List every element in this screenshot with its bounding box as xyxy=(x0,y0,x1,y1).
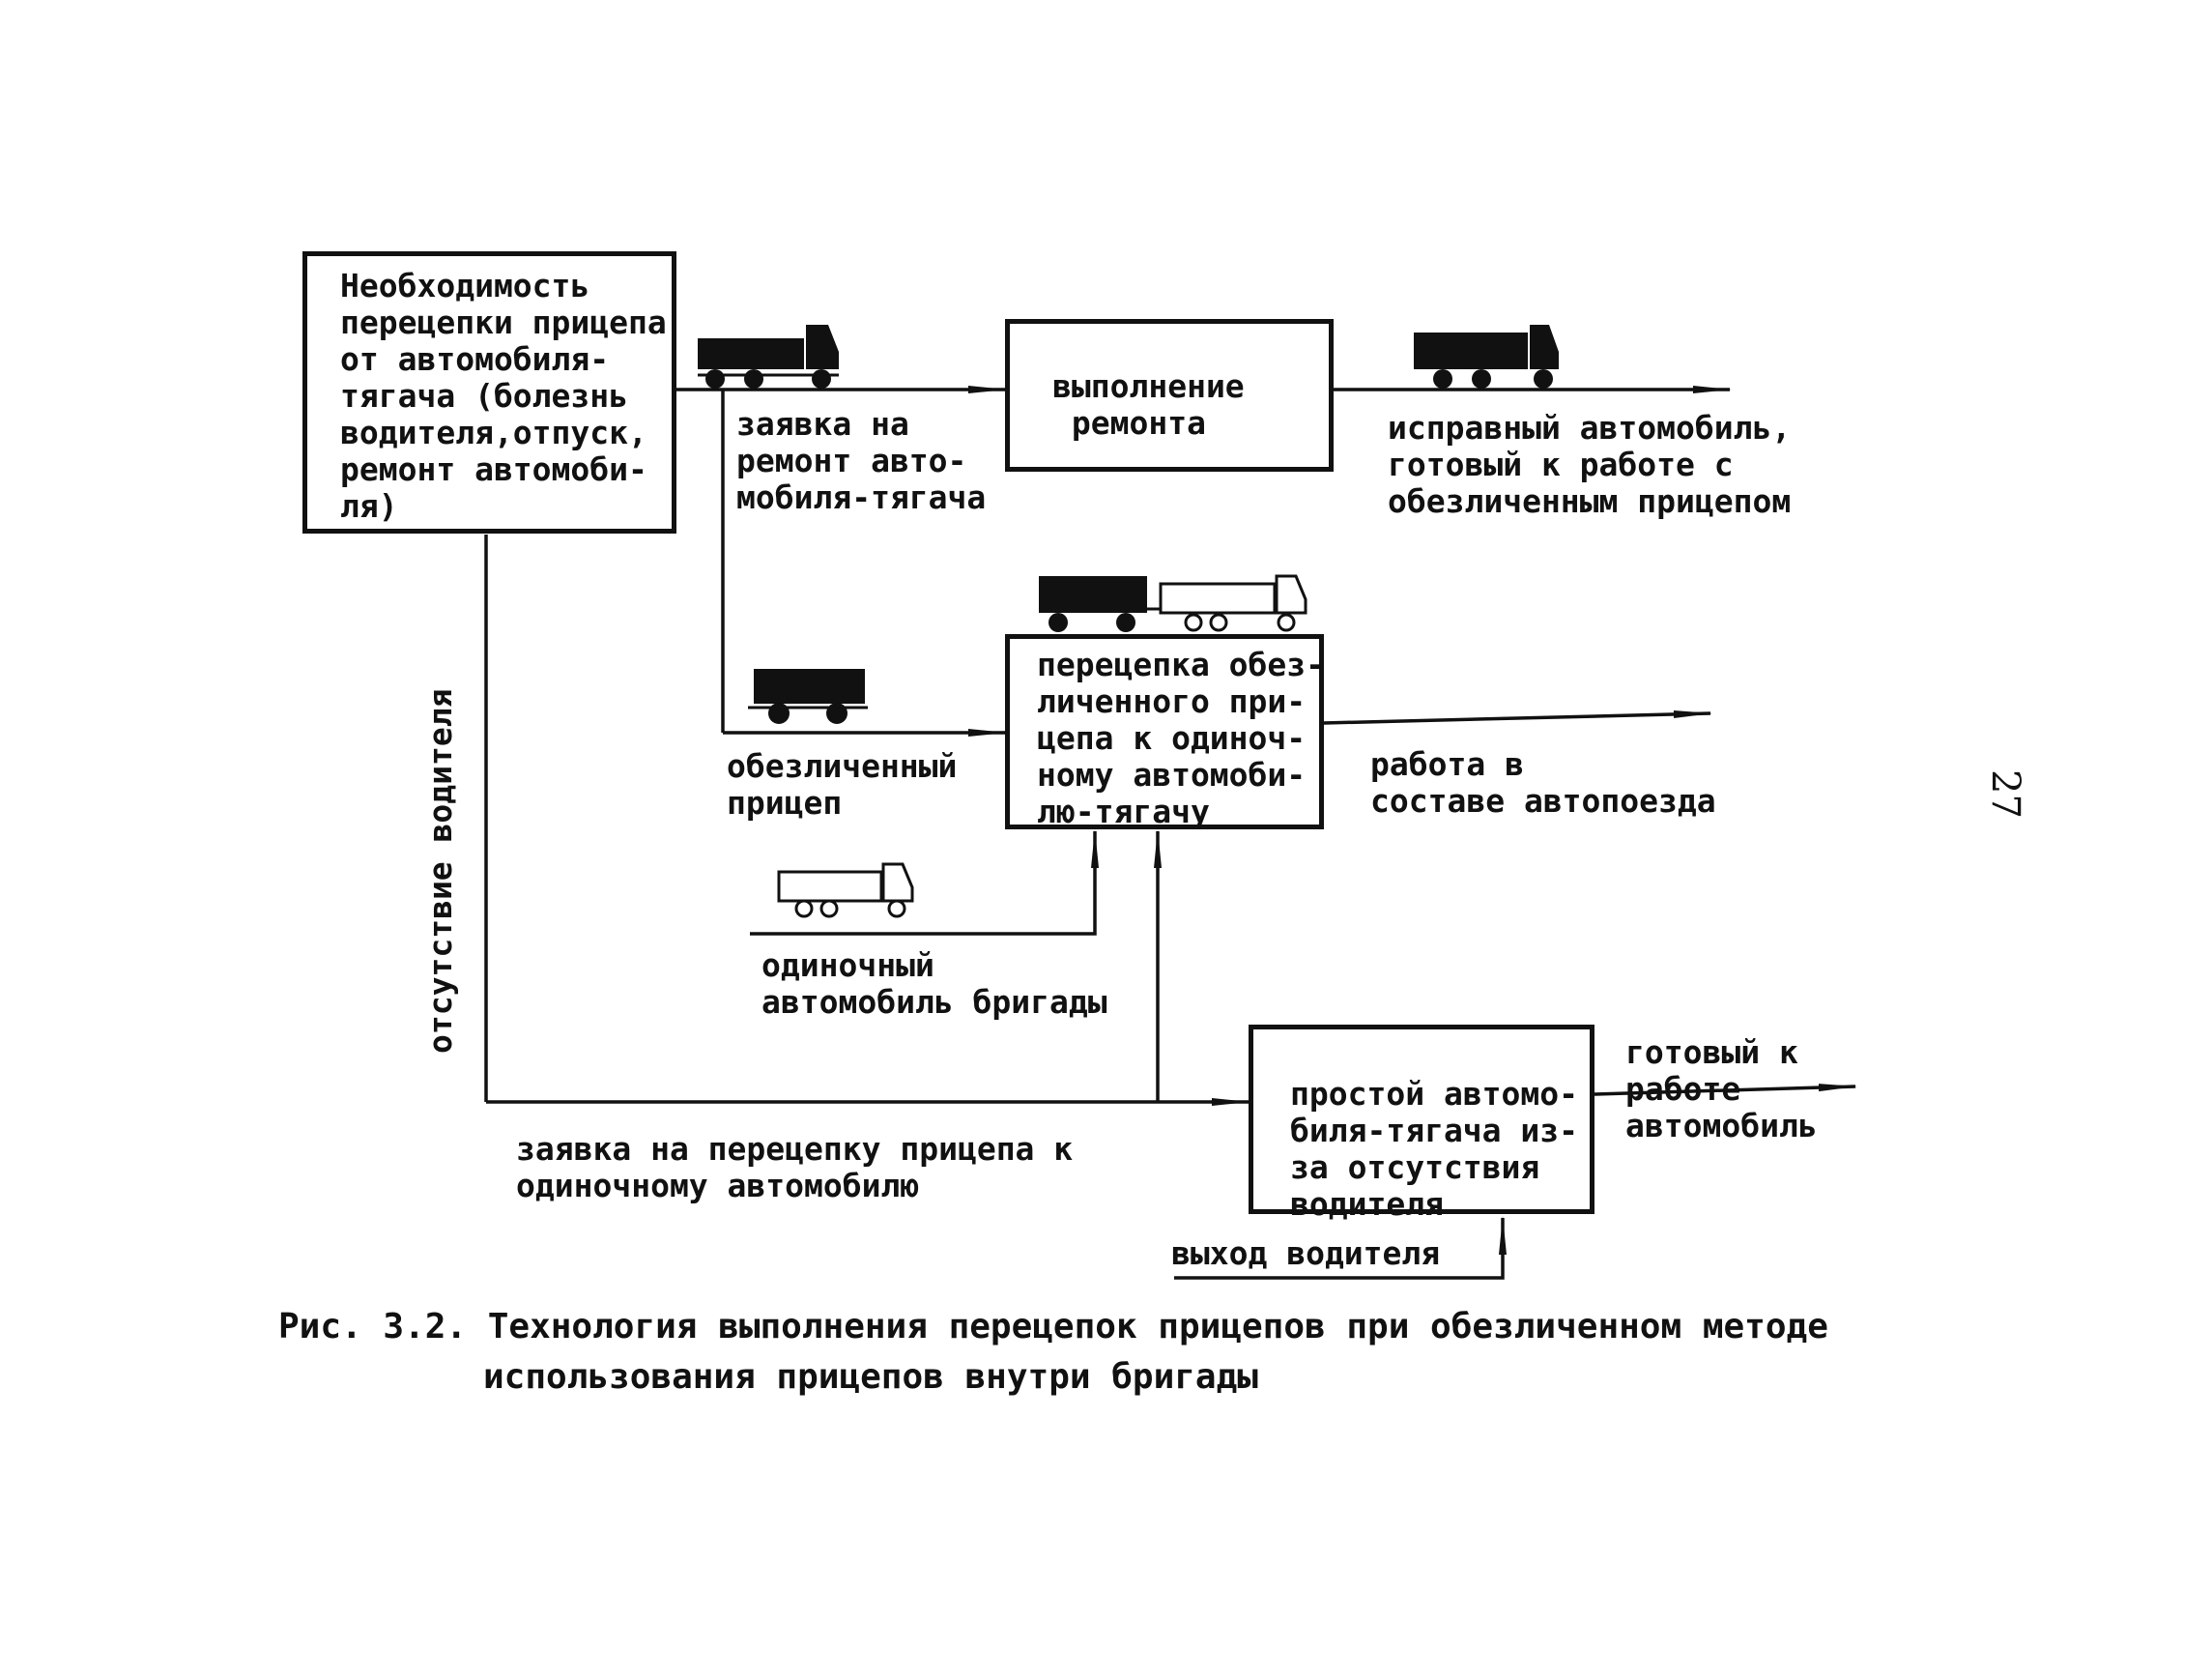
arrow-ready-out xyxy=(1594,1084,1857,1096)
box-recouple-text: перецепка обез- личенного при- цепа к од… xyxy=(1037,646,1326,830)
connectors xyxy=(484,386,1857,1280)
label-road-train-work: работа в составе автопоезда xyxy=(1370,745,1716,820)
label-repair-request: заявка на ремонт авто- мобиля-тягача xyxy=(736,405,987,516)
label-driver-absence: отсутствие водителя xyxy=(421,688,459,1055)
label-ready-car: готовый к работе автомобиль xyxy=(1625,1033,1818,1144)
box-recouple: перецепка обез- личенного при- цепа к од… xyxy=(1005,634,1326,830)
trailer-icon xyxy=(748,669,868,724)
road-train-icon xyxy=(1039,574,1307,632)
figure-caption-line2: использования прицепов внутри бригады xyxy=(483,1357,1258,1397)
box-repair: выполнение ремонта xyxy=(1005,319,1334,472)
box-need-text: Необходимость перецепки прицепа от автом… xyxy=(340,267,667,525)
arrow-road-train-out xyxy=(1323,709,1712,725)
page-number: 27 xyxy=(1983,769,2027,819)
arrow-driver-return xyxy=(1174,1216,1507,1280)
box-idle-text: простой автомо- биля-тягача из- за отсут… xyxy=(1290,1075,1579,1223)
label-driver-return: выход водителя xyxy=(1171,1234,1441,1272)
label-recouple-request: заявка на перецепку прицепа к одиночному… xyxy=(516,1130,1074,1204)
label-depersonalized-trailer: обезличенный прицеп xyxy=(727,747,958,822)
tractor-truck-icon xyxy=(698,325,839,389)
arrow-single-car xyxy=(750,829,1099,936)
box-idle: простой автомо- биля-тягача из- за отсут… xyxy=(1249,1025,1594,1223)
label-repaired-car: исправный автомобиль, готовый к работе с… xyxy=(1388,409,1792,520)
single-truck-icon xyxy=(777,862,914,918)
box-need: Необходимость перецепки прицепа от автом… xyxy=(302,251,676,534)
label-single-car: одиночный автомобиль бригады xyxy=(761,946,1107,1021)
figure-caption-line1: Рис. 3.2. Технология выполнения перецепо… xyxy=(278,1307,1828,1346)
box-repair-text: выполнение ремонта xyxy=(1052,367,1245,442)
repaired-truck-icon xyxy=(1414,325,1559,389)
